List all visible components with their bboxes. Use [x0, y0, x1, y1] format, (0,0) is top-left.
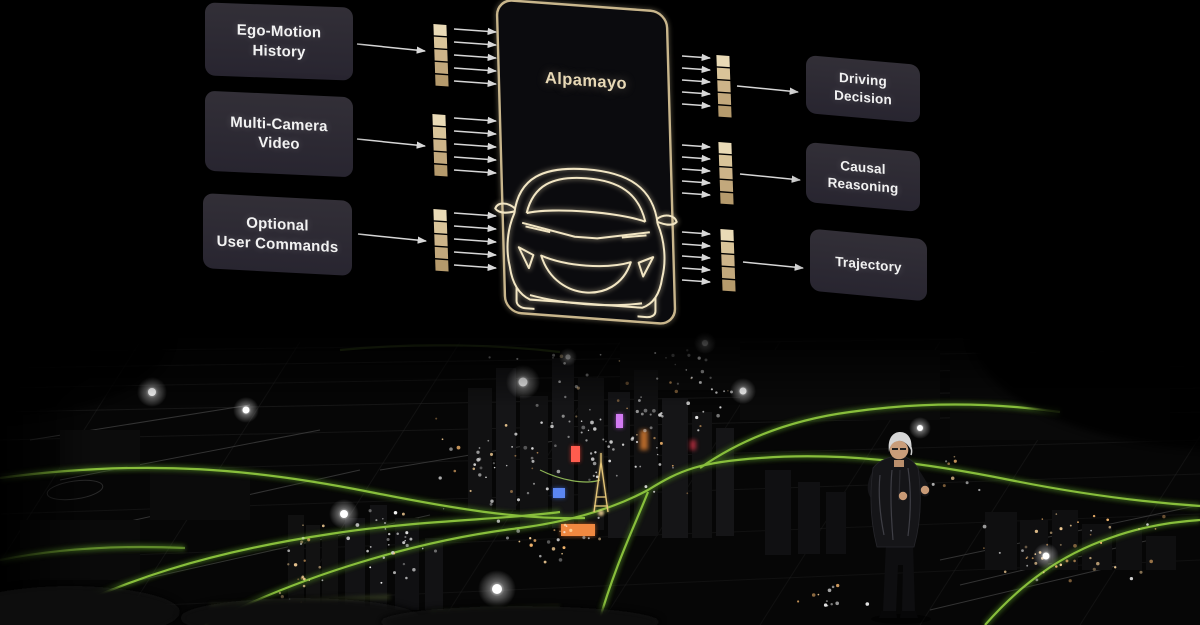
output-box-trajectory: Trajectory: [810, 228, 927, 302]
gray-hair: [888, 432, 912, 452]
input-box-ego-motion-history: Ego-Motion History: [205, 2, 353, 81]
green-roads: [0, 344, 1200, 625]
box-label-line: Decision: [834, 87, 892, 108]
box-label-line: Multi-Camera: [230, 113, 328, 135]
box-label-line: History: [252, 41, 306, 61]
leather-jacket: [870, 455, 921, 548]
box-label-line: User Commands: [216, 232, 339, 256]
output-box-causal-reasoning: Causal Reasoning: [806, 142, 920, 212]
input-box-optional-user-commands: Optional User Commands: [203, 193, 352, 276]
neon-lights: [553, 414, 696, 536]
box-label-line: Video: [258, 134, 300, 153]
eiffel-tower: [593, 453, 609, 513]
presenter-head: [889, 440, 909, 460]
box-label-line: Ego-Motion: [236, 21, 322, 42]
box-label-line: Trajectory: [835, 254, 902, 276]
foreground-blur: [0, 586, 660, 625]
input-box-multi-camera-video: Multi-Camera Video: [205, 90, 353, 178]
presenter-figure: [867, 432, 931, 624]
box-label-line: Reasoning: [827, 174, 899, 197]
output-box-driving-decision: Driving Decision: [806, 55, 920, 123]
